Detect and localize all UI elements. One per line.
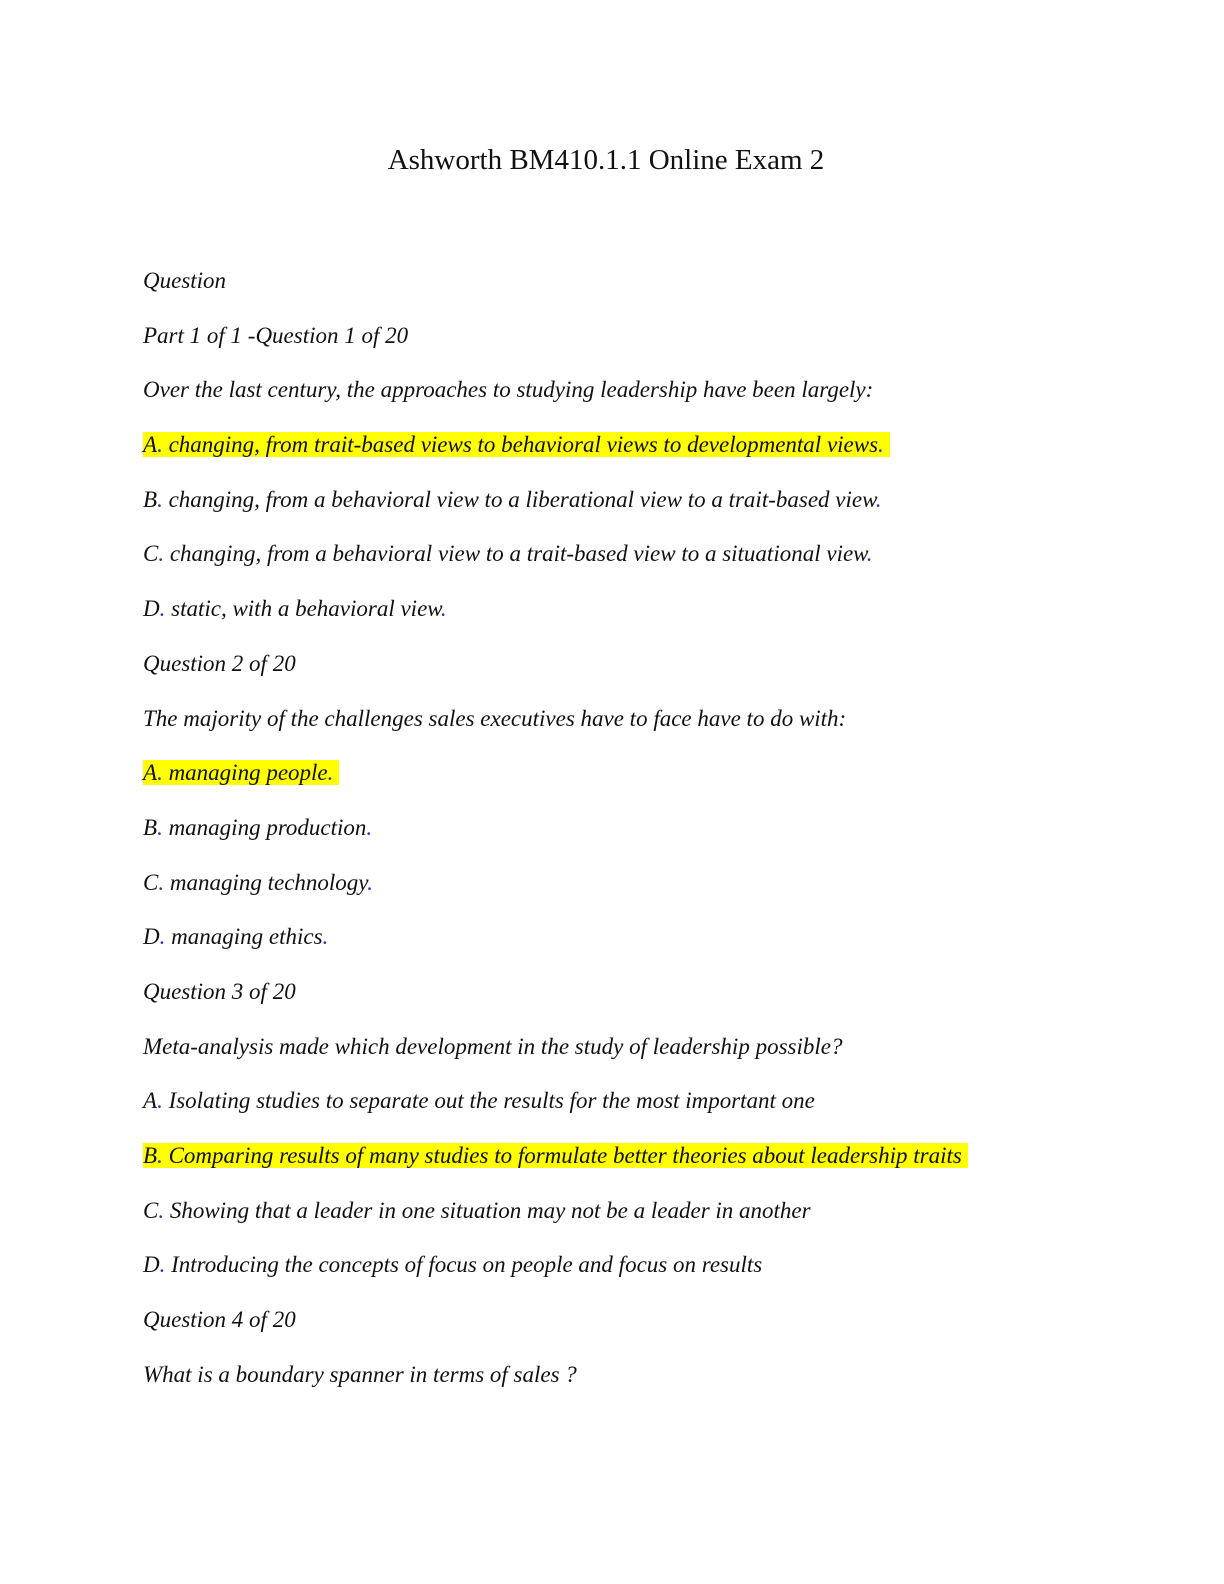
option-dot: . <box>159 924 166 950</box>
option-letter: A <box>143 432 158 458</box>
option-dot: . <box>159 1252 166 1278</box>
answer-option-d: D. static, with a behavioral view. <box>143 594 1143 624</box>
option-end: . <box>366 814 373 840</box>
question-prompt: The majority of the challenges sales exe… <box>143 705 847 731</box>
option-letter: B <box>143 486 158 512</box>
option-dot: . <box>157 432 163 458</box>
answer-option-b: B. changing, from a behavioral view to a… <box>143 485 1143 515</box>
question-number-label: Question 2 of 20 <box>143 650 296 676</box>
option-text: Introducing the concepts of focus on peo… <box>165 1252 763 1278</box>
option-text: managing people <box>162 760 328 786</box>
option-text: changing, from a behavioral view to a li… <box>162 486 876 512</box>
option-text: managing production <box>162 814 367 840</box>
option-end: . <box>878 432 884 458</box>
option-end: . <box>875 486 882 512</box>
answer-option-a: A. changing, from trait-based views to b… <box>143 430 1143 460</box>
option-text: changing, from trait-based views to beha… <box>162 432 879 458</box>
highlighted-answer: B. Comparing results of many studies to … <box>143 1143 968 1168</box>
answer-option-c: C. changing, from a behavioral view to a… <box>143 539 1143 569</box>
answer-option-c: C. managing technology. <box>143 868 1143 898</box>
option-text: managing ethics <box>165 924 323 950</box>
option-text: static, with a behavioral view <box>165 596 441 622</box>
option-dot: . <box>158 541 165 567</box>
option-letter: D <box>143 924 160 950</box>
option-text: changing, from a behavioral view to a tr… <box>164 541 867 567</box>
option-letter: C <box>143 541 159 567</box>
option-letter: B <box>143 814 158 840</box>
option-dot: . <box>157 486 163 512</box>
option-text: Isolating studies to separate out the re… <box>162 1088 815 1114</box>
option-letter: A <box>143 760 158 786</box>
document-title: Ashworth BM410.1.1 Online Exam 2 <box>387 144 825 176</box>
option-end: . <box>327 760 334 786</box>
option-dot: . <box>157 1088 163 1114</box>
answer-option-c: C. Showing that a leader in one situatio… <box>143 1196 1143 1226</box>
part-label: Part 1 of 1 -Question 1 of 20 <box>143 322 409 348</box>
question-heading: Question <box>143 268 227 293</box>
highlighted-answer: A. managing people. <box>143 760 340 786</box>
option-end: . <box>322 924 329 950</box>
question-prompt: Meta-analysis made which development in … <box>143 1033 843 1059</box>
option-text: Comparing results of many studies to for… <box>162 1143 962 1168</box>
option-letter: A <box>143 1088 158 1114</box>
exam-content: Question Part 1 of 1 -Question 1 of 20 O… <box>143 266 1143 1414</box>
question-number-label: Question 4 of 20 <box>143 1307 296 1333</box>
question-prompt: Over the last century, the approaches to… <box>143 377 874 403</box>
option-dot: . <box>158 1197 165 1223</box>
option-end: . <box>866 541 873 567</box>
option-dot: . <box>157 814 163 840</box>
answer-option-a: A. Isolating studies to separate out the… <box>143 1086 1143 1116</box>
answer-option-b: B. Comparing results of many studies to … <box>143 1141 1143 1171</box>
question-prompt: What is a boundary spanner in terms of s… <box>143 1361 577 1387</box>
option-letter: D <box>143 1252 160 1278</box>
answer-option-b: B. managing production. <box>143 813 1143 843</box>
option-end: . <box>367 869 373 895</box>
option-dot: . <box>157 760 163 786</box>
option-letter: C <box>143 1197 159 1223</box>
answer-option-a: A. managing people. <box>143 758 1143 788</box>
option-text: Showing that a leader in one situation m… <box>164 1197 811 1223</box>
option-dot: . <box>158 869 165 895</box>
option-text: managing technology <box>164 869 368 895</box>
option-letter: B <box>143 1143 158 1168</box>
answer-option-d: D. Introducing the concepts of focus on … <box>143 1250 1143 1280</box>
option-letter: C <box>143 869 159 895</box>
option-dot: . <box>157 1143 163 1168</box>
option-dot: . <box>159 596 166 622</box>
answer-option-d: D. managing ethics. <box>143 922 1143 952</box>
question-number-label: Question 3 of 20 <box>143 978 296 1004</box>
highlighted-answer: A. changing, from trait-based views to b… <box>143 432 890 458</box>
option-letter: D <box>143 596 160 622</box>
option-end: . <box>440 596 447 622</box>
